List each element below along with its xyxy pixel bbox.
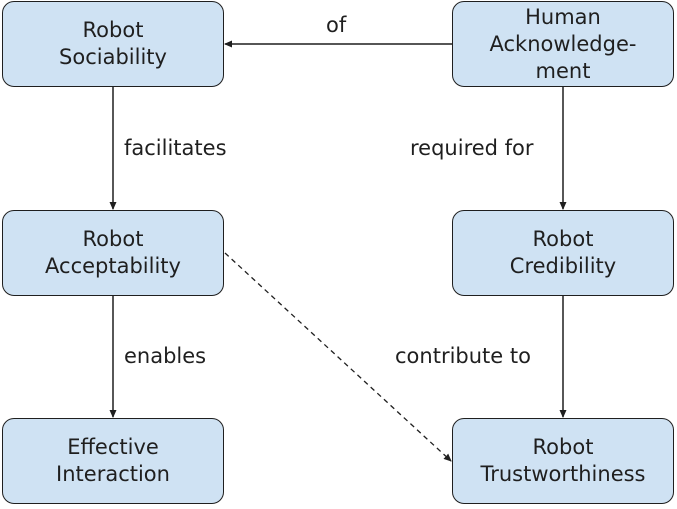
node-label-line: Interaction <box>56 462 170 486</box>
node-label-line: Robot <box>82 18 144 42</box>
edge-label-contribute-to: contribute to <box>395 344 531 368</box>
node-robot-acceptability: Robot Acceptability <box>2 210 224 296</box>
node-label-line: Human <box>525 4 601 29</box>
edge-dashed-arrow <box>224 252 452 462</box>
edge-label-facilitates: facilitates <box>124 136 227 160</box>
node-label-line: Robot <box>82 227 144 251</box>
node-robot-trustworthiness: Robot Trustworthiness <box>452 418 674 504</box>
node-label-line: Acceptability <box>45 254 181 278</box>
node-robot-sociability: Robot Sociability <box>2 1 224 87</box>
node-robot-credibility: Robot Credibility <box>452 210 674 296</box>
node-label-line: Sociability <box>59 45 167 69</box>
node-effective-interaction: Effective Interaction <box>2 418 224 504</box>
node-label-line: Acknowledge- <box>489 31 637 56</box>
node-human-acknowledgement: Human Acknowledge- ment <box>452 1 674 87</box>
node-label-line: Credibility <box>509 254 617 278</box>
node-label-line: Robot <box>532 435 594 459</box>
node-label-line: Effective <box>67 435 159 459</box>
edge-label-enables: enables <box>124 344 207 368</box>
node-label-line: ment <box>535 58 591 83</box>
node-label-line: Trustworthiness <box>480 462 646 486</box>
edge-label-required-for: required for <box>410 136 534 160</box>
edge-label-of: of <box>326 13 347 37</box>
node-label-line: Robot <box>532 227 594 251</box>
